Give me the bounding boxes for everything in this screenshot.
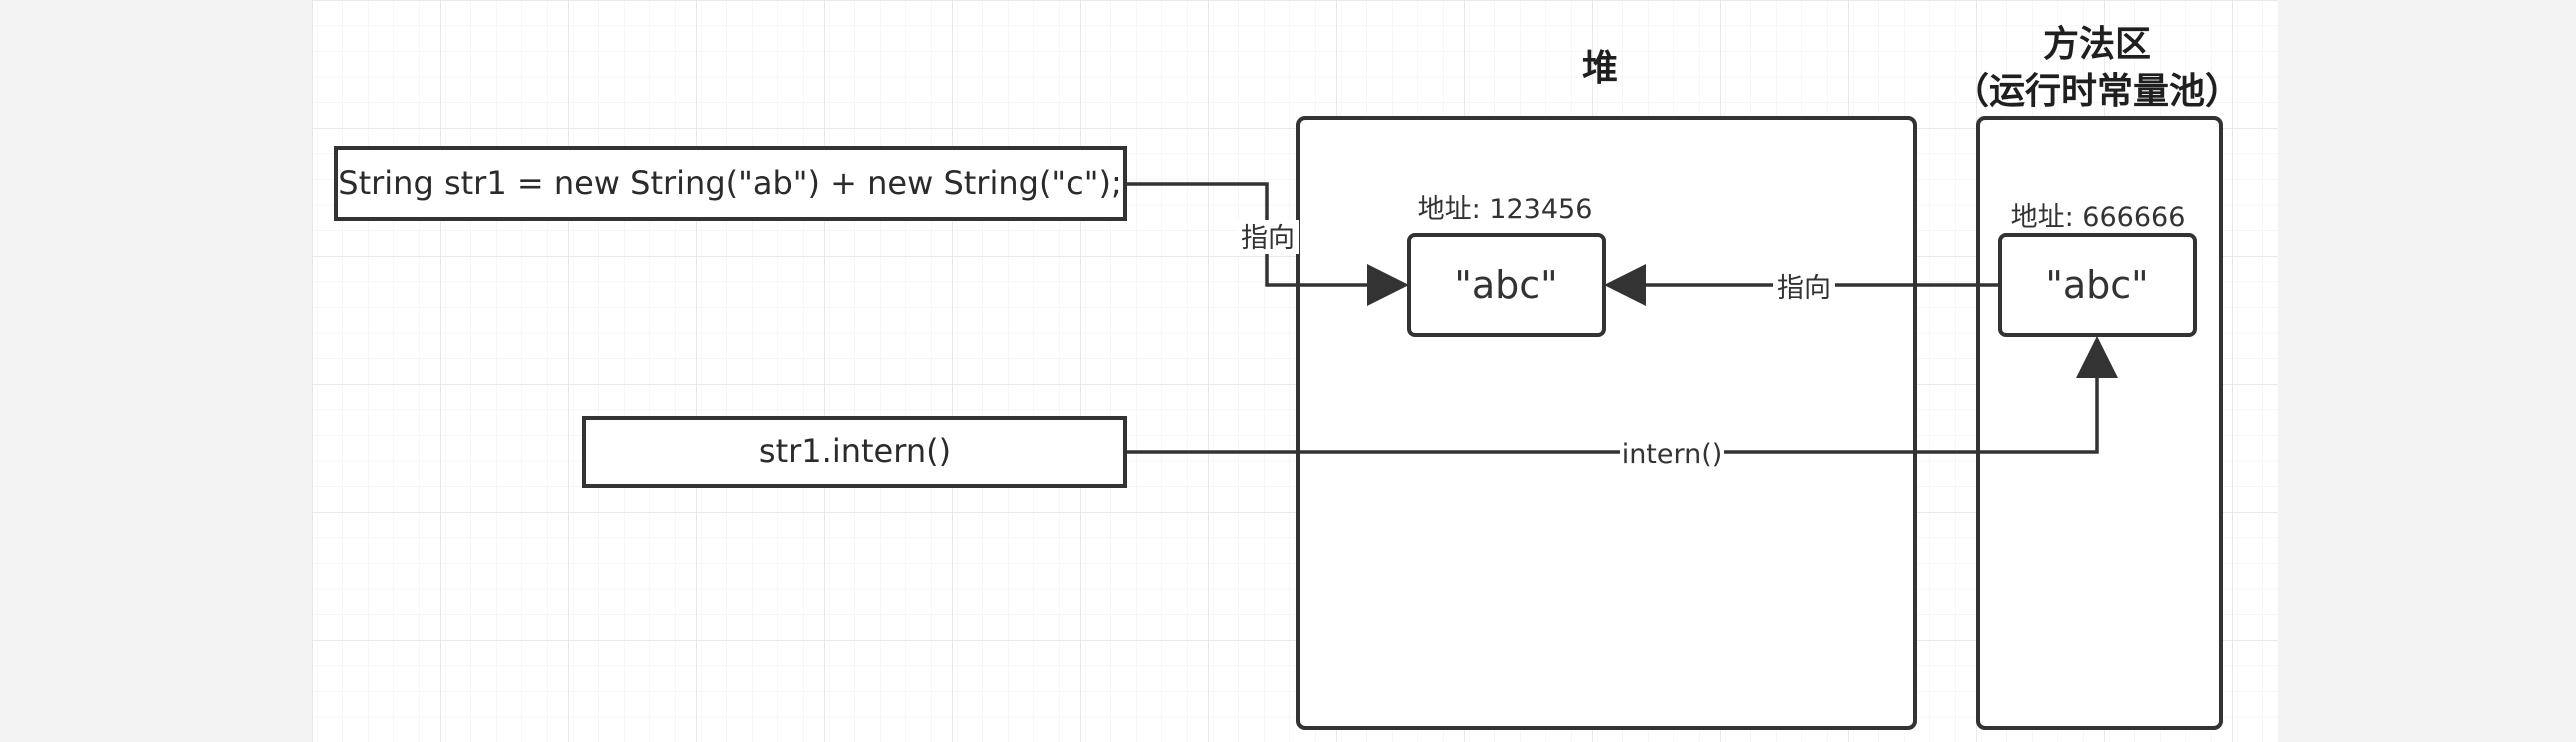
- heap-string-value: "abc": [1454, 263, 1557, 307]
- edge-str1-to-heap-label: 指向: [1241, 223, 1295, 254]
- edge-intern-to-pool-label: intern(): [1622, 439, 1723, 470]
- heap-title: 堆: [1582, 48, 1618, 89]
- grid-lines: [312, 0, 2278, 742]
- pool-string-node[interactable]: 地址: 666666 "abc": [1998, 202, 2197, 337]
- heap-region-box[interactable]: [1296, 116, 1917, 730]
- edge-pool-to-heap-label-bg: [1773, 270, 1835, 304]
- edge-pool-to-heap-label: 指向: [1777, 273, 1831, 304]
- pool-string-address: 地址: 666666: [2011, 202, 2186, 233]
- code-intern-node[interactable]: str1.intern(): [582, 416, 1127, 488]
- edge-intern-to-pool-label-bg: [1620, 436, 1724, 470]
- heap-string-node[interactable]: 地址: 123456 "abc": [1407, 194, 1606, 337]
- edge-intern-to-pool[interactable]: intern(): [1125, 336, 2118, 470]
- pool-string-value: "abc": [2045, 263, 2148, 307]
- edge-str1-to-heap-label-bg: [1237, 220, 1299, 254]
- edge-pool-to-heap[interactable]: 指向: [1604, 264, 2000, 306]
- code-str1-node[interactable]: String str1 = new String("ab") + new Str…: [334, 146, 1127, 221]
- code-intern-box[interactable]: [582, 416, 1127, 488]
- edge-intern-to-pool-line[interactable]: [1125, 336, 2118, 454]
- code-intern-text: str1.intern(): [759, 432, 951, 470]
- method-area-title: 方法区: [2043, 24, 2151, 65]
- code-str1-text: String str1 = new String("ab") + new Str…: [338, 164, 1121, 202]
- edge-str1-to-heap[interactable]: 指向: [1125, 182, 1409, 306]
- heap-string-address: 地址: 123456: [1418, 194, 1593, 225]
- heap-region[interactable]: 堆: [1296, 48, 1917, 730]
- method-area-subtitle: （运行时常量池）: [1953, 71, 2241, 112]
